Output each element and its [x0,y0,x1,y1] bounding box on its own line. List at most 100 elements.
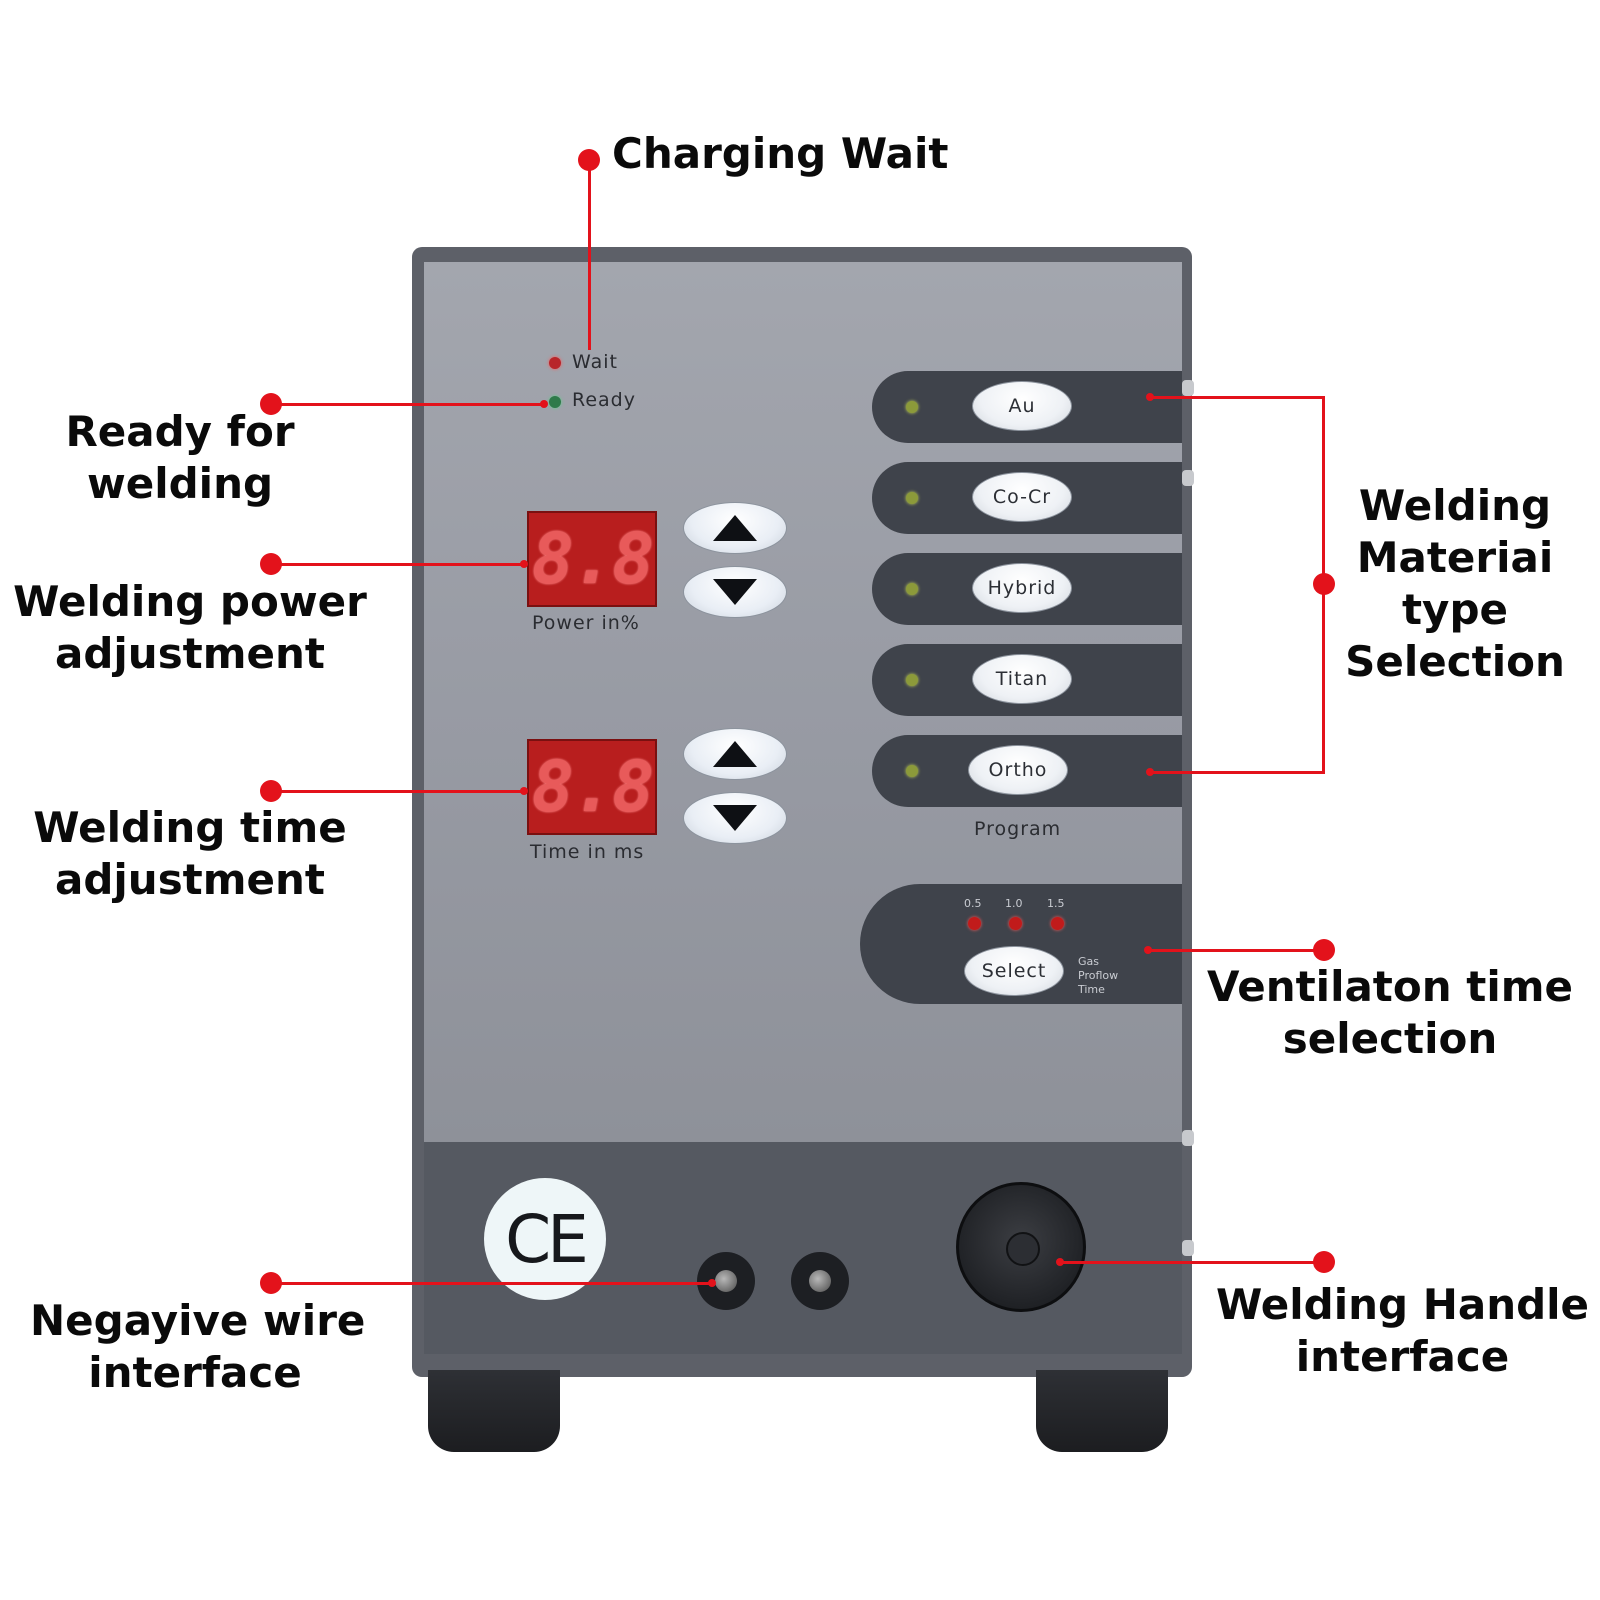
callout-line: interface [1295,1332,1510,1381]
vent-led-1 [1009,917,1022,930]
callout-line: Negayive wire [30,1296,366,1345]
callout-line: Welding [1358,481,1552,530]
left-foot [428,1370,560,1452]
callout-line: welding [86,459,274,508]
material-led-co-cr [906,492,918,504]
callout-dot [1313,573,1335,595]
callout-welding-handle: Welding Handle interface [1210,1279,1595,1383]
triangle-down-icon [713,805,757,831]
ce-mark: CE [505,1200,589,1278]
material-led-ortho [906,765,918,777]
ready-led [549,396,561,408]
material-button-ortho[interactable]: Ortho [968,745,1068,795]
callout-dot [1313,1251,1335,1273]
callout-dot [260,553,282,575]
wait-label: Wait [572,351,618,373]
material-led-titan [906,674,918,686]
handle-port-cap [1006,1232,1040,1266]
material-button-co-cr[interactable]: Co-Cr [972,472,1072,522]
vent-led-2 [1051,917,1064,930]
leader-tip [520,787,528,795]
callout-line: Welding time [33,803,347,852]
callout-line: interface [88,1348,302,1397]
vent-led-0 [968,917,981,930]
callout-material-type: Welding Materiai type Selection [1340,480,1570,688]
leader-line [272,790,524,793]
callout-line: Welding power [13,577,367,626]
triangle-up-icon [713,515,757,541]
time-label: Time in ms [530,841,645,863]
ready-label: Ready [572,389,636,411]
program-label: Program [974,818,1062,840]
leader-tip [1056,1258,1064,1266]
leader-tip [1146,393,1154,401]
side-bolt [1182,470,1194,486]
callout-line: type [1401,585,1508,634]
callout-negative-wire: Negayive wire interface [30,1295,366,1399]
leader-tip [520,560,528,568]
leader-line [1150,396,1325,399]
callout-welding-time: Welding time adjustment [30,802,350,906]
side-bolt [1182,1240,1194,1256]
callout-dot [260,780,282,802]
side-bolt [1182,380,1194,396]
right-foot [1036,1370,1168,1452]
vent-time-label-0: 0.5 [964,897,982,910]
callout-line: Ready for [65,407,295,456]
callout-line: selection [1282,1014,1498,1063]
callout-charging-wait: Charging Wait [612,128,948,180]
power-up-button[interactable] [683,502,787,554]
triangle-up-icon [713,741,757,767]
leader-line [272,1282,712,1285]
callout-dot [260,1272,282,1294]
power-display: 8.8 [527,511,657,607]
material-led-au [906,401,918,413]
vent-time-label-1: 1.0 [1005,897,1023,910]
second-wire-jack[interactable] [791,1252,849,1310]
jack-socket [809,1270,831,1292]
callout-line: adjustment [54,855,325,904]
material-led-hybrid [906,583,918,595]
callout-line: Welding Handle [1215,1280,1590,1329]
leader-line [272,563,524,566]
callout-line: Ventilaton time [1207,962,1573,1011]
callout-line: Materiai [1356,533,1554,582]
callout-ready-for-welding: Ready for welding [30,406,330,510]
leader-line [1148,949,1318,952]
material-button-titan[interactable]: Titan [972,654,1072,704]
leader-tip [708,1279,716,1287]
leader-line [272,403,544,406]
power-label: Power in% [532,612,640,634]
leader-tip [1144,946,1152,954]
jack-socket [715,1270,737,1292]
leader-tip [540,400,548,408]
welding-handle-port[interactable] [956,1182,1086,1312]
power-down-button[interactable] [683,566,787,618]
vent-select-button[interactable]: Select [964,946,1064,996]
leader-line [588,160,591,350]
wait-led [549,357,561,369]
side-bolt [1182,1130,1194,1146]
callout-dot [260,393,282,415]
callout-line: Selection [1345,637,1565,686]
callout-welding-power: Welding power adjustment [10,576,370,680]
time-display: 8.8 [527,739,657,835]
time-up-button[interactable] [683,728,787,780]
vent-time-label-2: 1.5 [1047,897,1065,910]
gas-proflow-time-line-2: Time [1078,983,1105,996]
callout-line: adjustment [54,629,325,678]
gas-proflow-time-line-0: Gas [1078,955,1099,968]
ce-mark-badge: CE [484,1178,606,1300]
time-down-button[interactable] [683,792,787,844]
triangle-down-icon [713,579,757,605]
power-display-value: 8.8 [531,518,654,600]
negative-wire-jack[interactable] [697,1252,755,1310]
material-button-au[interactable]: Au [972,381,1072,431]
time-display-value: 8.8 [531,746,654,828]
callout-ventilation-time: Ventilaton time selection [1200,961,1580,1065]
material-button-hybrid[interactable]: Hybrid [972,563,1072,613]
callout-dot [1313,939,1335,961]
leader-tip [1146,768,1154,776]
callout-line: Charging Wait [612,129,949,178]
